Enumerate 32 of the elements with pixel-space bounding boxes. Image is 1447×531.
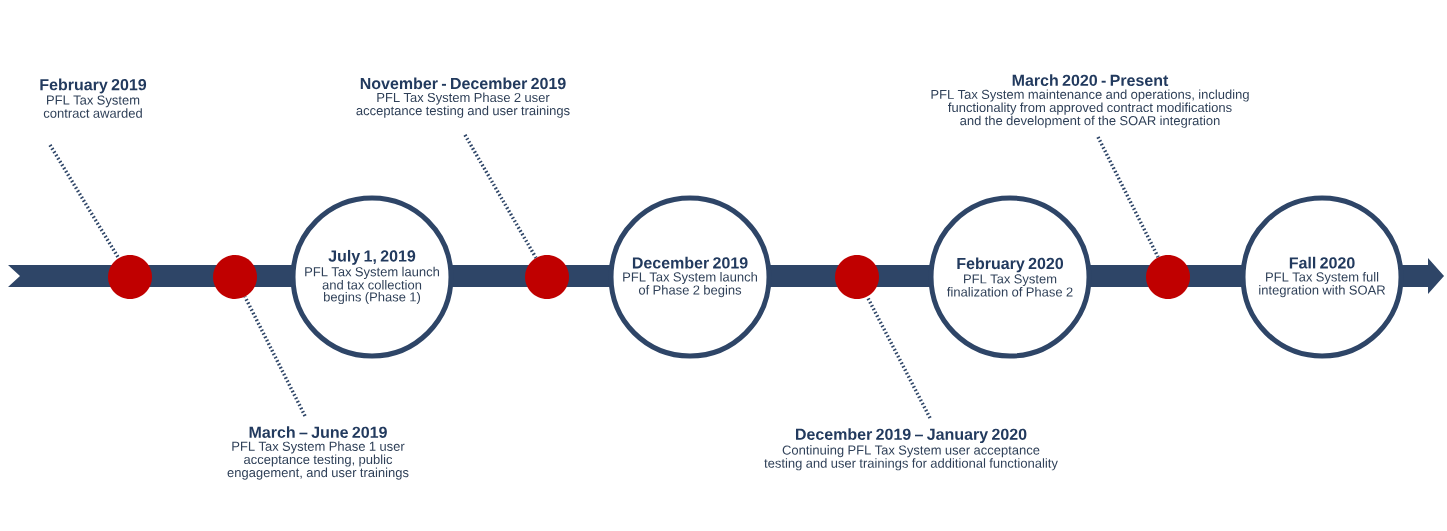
description-text: PFL Tax System finalization of Phase 2 bbox=[947, 274, 1073, 297]
description-text: PFL Tax System contract awarded bbox=[43, 95, 142, 118]
leader-line bbox=[48, 144, 120, 259]
timeline-dot bbox=[835, 255, 879, 299]
description-text: PFL Tax System Phase 1 user acceptance testing, public engagement, and user trainings bbox=[227, 441, 409, 480]
date-heading: Fall 2020 bbox=[1289, 256, 1355, 269]
timeline-dot bbox=[1146, 255, 1190, 299]
date-heading: March 2020 - Present bbox=[1012, 74, 1169, 86]
description-text: Continuing PFL Tax System user acceptance testing and user trainings for additional functionality bbox=[764, 445, 1058, 471]
date-heading: December 2019 bbox=[632, 256, 748, 269]
date-heading: November - December 2019 bbox=[360, 77, 566, 90]
leader-line bbox=[243, 296, 307, 417]
timeline-dot bbox=[525, 255, 569, 299]
milestone-circle bbox=[608, 195, 772, 359]
timeline-dot bbox=[213, 255, 257, 299]
timeline-dot bbox=[108, 255, 152, 299]
description-text: PFL Tax System launch of Phase 2 begins bbox=[623, 271, 757, 298]
milestone-circle bbox=[928, 195, 1092, 359]
date-heading: July 1, 2019 bbox=[328, 249, 416, 265]
leader-line bbox=[1096, 136, 1160, 258]
milestone-circle bbox=[1240, 195, 1404, 359]
description-text: PFL Tax System launch and tax collection begins (Phase 1) bbox=[305, 266, 439, 305]
description-text: PFL Tax System maintenance and operations, including functionality from approved contract modifications and the development of the SOAR integration bbox=[931, 89, 1249, 128]
description-text: PFL Tax System Phase 2 user acceptance testing and user trainings bbox=[356, 92, 570, 118]
leader-line bbox=[463, 134, 538, 259]
description-text: PFL Tax System full integration with SOAR bbox=[1259, 271, 1386, 298]
date-heading: December 2019 – January 2020 bbox=[796, 428, 1027, 444]
leader-line bbox=[865, 295, 932, 419]
date-heading: February 2019 bbox=[40, 78, 147, 94]
milestone-circle bbox=[290, 195, 454, 359]
date-heading: March – June 2019 bbox=[249, 426, 387, 438]
date-heading: February 2020 bbox=[957, 257, 1064, 273]
